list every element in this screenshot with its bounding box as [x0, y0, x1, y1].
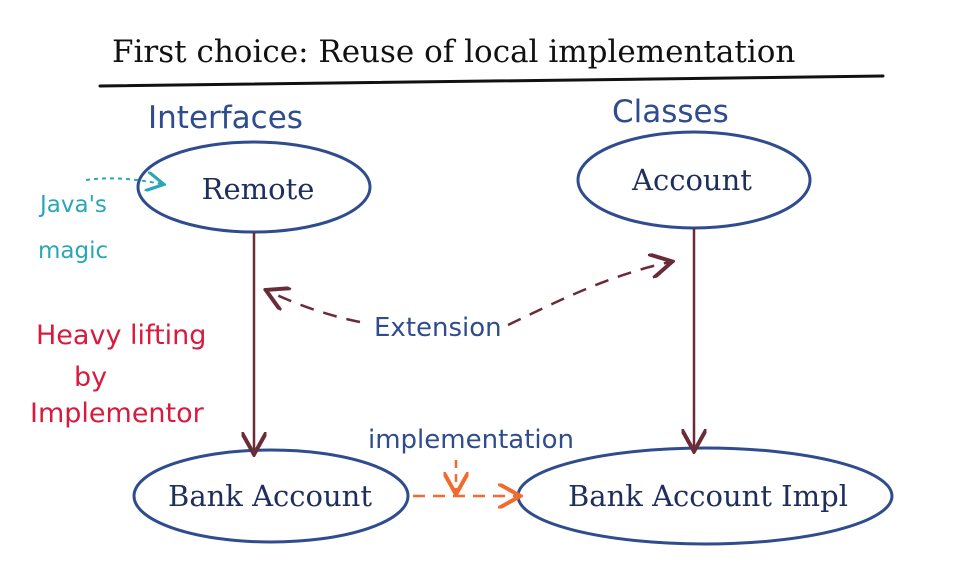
javas-magic-arrow — [85, 178, 162, 184]
interfaces-header: Interfaces — [148, 100, 303, 136]
account-label: Account — [631, 163, 752, 197]
heavy-lifting-line2: by — [74, 362, 107, 393]
extension-label: Extension — [374, 313, 502, 343]
title-underline — [98, 74, 885, 88]
javas-magic-line2: magic — [38, 238, 108, 264]
diagram-title: First choice: Reuse of local implementat… — [112, 34, 795, 70]
extension-arrow-left — [268, 291, 361, 324]
extension-arrow-right — [507, 262, 670, 327]
javas-magic-line1: Java's — [38, 192, 107, 218]
heavy-lifting-line1: Heavy lifting — [36, 320, 206, 351]
bank-account-label: Bank Account — [168, 479, 372, 513]
classes-header: Classes — [612, 94, 729, 130]
bank-account-node — [132, 448, 410, 544]
remote-label: Remote — [202, 172, 315, 206]
bank-account-impl-label: Bank Account Impl — [568, 479, 848, 513]
implementation-label: implementation — [368, 425, 574, 455]
heavy-lifting-line3: Implementor — [30, 398, 205, 429]
